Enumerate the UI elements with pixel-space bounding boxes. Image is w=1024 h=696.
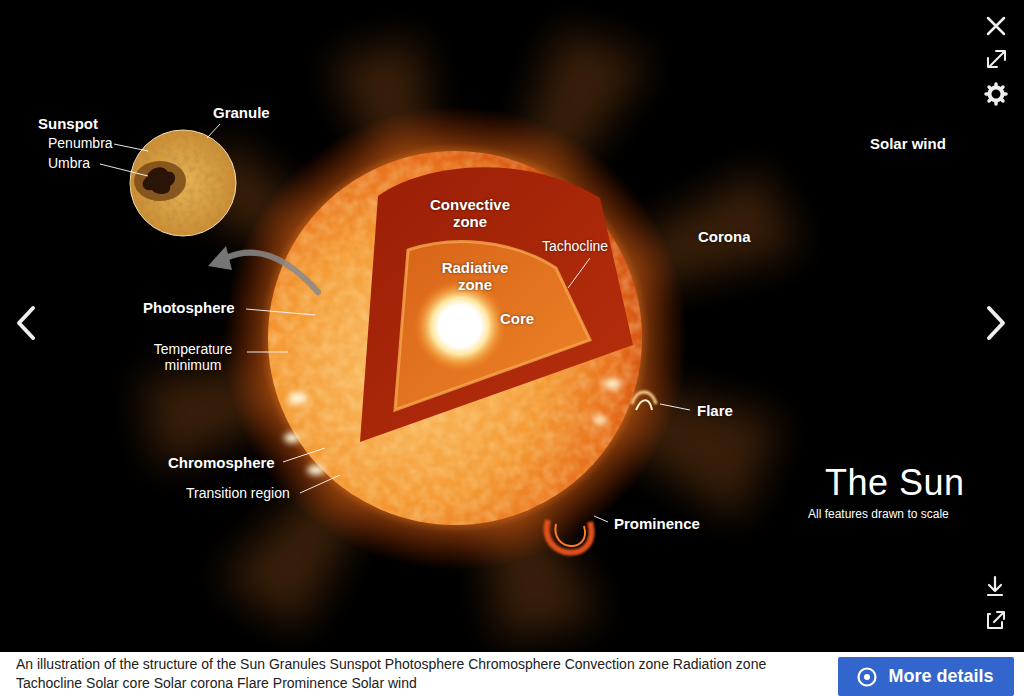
leader-line <box>568 258 590 288</box>
leader-line <box>100 164 148 176</box>
penumbra-shape <box>134 161 186 201</box>
details-icon <box>856 666 878 688</box>
corona-rays <box>140 30 800 640</box>
leader-line <box>283 448 325 462</box>
inset-label: Granule <box>213 104 270 121</box>
corona-glow <box>223 106 687 570</box>
facula <box>284 433 300 443</box>
layer-label: Transition region <box>186 485 290 501</box>
photosphere-sphere <box>268 151 642 525</box>
feature-label: Flare <box>697 402 733 419</box>
layer-label: Core <box>500 310 534 327</box>
leader-line <box>594 516 608 522</box>
inset-label: Penumbra <box>48 135 113 151</box>
radiative-zone-cut <box>395 242 590 410</box>
layer-label: Tachocline <box>542 238 608 254</box>
layer-label: Chromosphere <box>168 454 275 471</box>
leader-line <box>114 144 148 151</box>
download-icon <box>988 577 1002 595</box>
zoom-arrow-shaft <box>226 253 318 292</box>
flare <box>632 392 656 410</box>
settings-icon <box>986 84 1006 104</box>
leader-line <box>660 404 690 410</box>
prominence-loop <box>555 524 585 546</box>
inset-label: Sunspot <box>38 115 98 132</box>
details-button: More details <box>838 657 1014 696</box>
layer-label: Photosphere <box>143 299 235 316</box>
sunspot-inset <box>130 130 236 236</box>
icon-dot <box>864 674 870 680</box>
facula <box>593 416 607 424</box>
feature-label: Corona <box>698 228 751 245</box>
previous-arrow <box>19 308 33 338</box>
caption-bar <box>0 652 1024 696</box>
inset-granules <box>130 130 236 236</box>
leader-line <box>300 475 340 493</box>
inset-label: Umbra <box>48 155 90 171</box>
inset-disc <box>130 130 236 236</box>
share-icon <box>988 612 1004 628</box>
facula <box>307 465 325 475</box>
zoom-arrow-head <box>208 246 232 270</box>
layer-label: Temperature minimum <box>133 341 253 373</box>
gear-teeth <box>986 84 1006 104</box>
scale-note: All features drawn to scale <box>808 508 949 522</box>
leader-line <box>207 124 220 138</box>
feature-label: Solar wind <box>870 135 946 152</box>
core-glow <box>414 280 506 372</box>
close-icon <box>988 18 1004 34</box>
button-text: More details <box>888 666 993 687</box>
convective-zone-cut <box>360 167 633 442</box>
image-caption: An illustration of the structure of the … <box>16 655 826 693</box>
layer-label: Convective zone <box>420 196 520 231</box>
flare-loop <box>636 400 652 410</box>
feature-label: Prominence <box>614 515 700 532</box>
diagram-title: The Sun <box>825 462 965 503</box>
layer-label: Radiative zone <box>425 259 525 294</box>
leader-line <box>246 309 315 315</box>
prominence-loop <box>547 520 592 553</box>
zoom-arrow <box>208 246 318 292</box>
viewer-controls <box>19 18 1006 628</box>
next-arrow <box>989 308 1003 338</box>
facula <box>288 392 308 404</box>
lightbox-ground <box>0 0 1024 652</box>
leader-line <box>247 352 288 353</box>
granulation-texture <box>268 151 642 525</box>
facula <box>603 379 621 389</box>
fullscreen-icon <box>988 51 1005 67</box>
tachocline-band <box>395 242 590 410</box>
flare-loop <box>632 392 656 404</box>
leader-lines <box>100 124 690 522</box>
icon-ring <box>859 668 876 685</box>
umbra-shape <box>143 167 175 194</box>
